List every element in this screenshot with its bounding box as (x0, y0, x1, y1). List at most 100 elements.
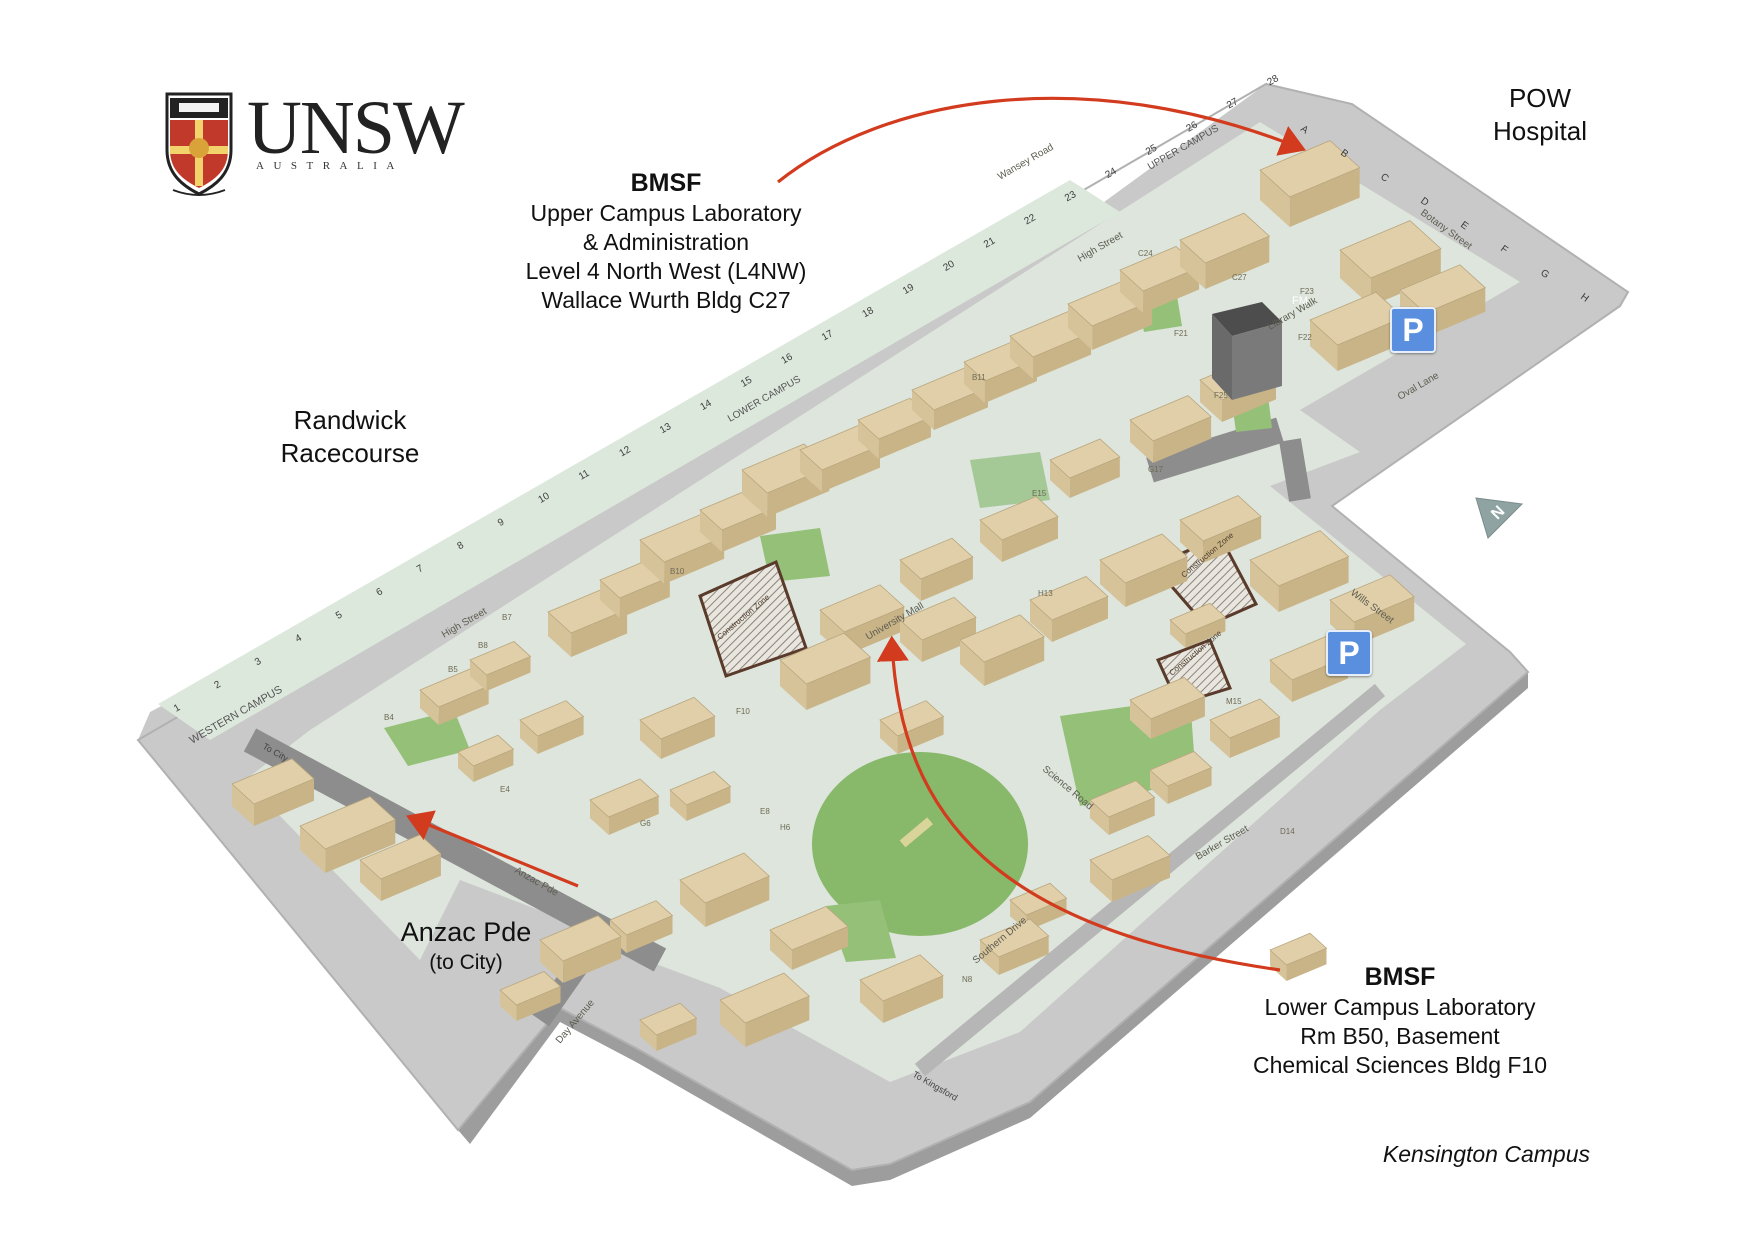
callout-upper-line: Level 4 North West (L4NW) (525, 257, 807, 284)
campus-building[interactable] (589, 778, 660, 835)
grid-number: 12 (618, 444, 634, 459)
campus-building[interactable] (499, 971, 562, 1021)
campus-building[interactable] (1029, 576, 1109, 642)
anzac-sub: (to City) (429, 950, 503, 974)
label-kensington-campus: Kensington Campus (1382, 1141, 1590, 1167)
grid-number: 1 (172, 702, 183, 715)
campus-building[interactable] (1149, 751, 1213, 804)
campus-building[interactable] (899, 596, 977, 662)
dark-tower-building[interactable] (1212, 302, 1282, 400)
cricket-pitch (899, 817, 934, 848)
building-code-label: G17 (1148, 465, 1164, 474)
buildings-layer (231, 140, 1487, 1051)
grid-number: 9 (496, 516, 507, 529)
callout-lower-line: Lower Campus Laboratory (1264, 994, 1536, 1021)
grid-number: 15 (739, 374, 755, 389)
campus-building[interactable] (719, 972, 811, 1047)
campus-building[interactable] (419, 668, 490, 725)
building-code-label: B11 (972, 373, 986, 382)
callout-lower-campus: BMSF Lower Campus Laboratory Rm B50, Bas… (1220, 962, 1580, 1080)
campus-building[interactable] (1129, 676, 1206, 739)
campus-building[interactable] (639, 1002, 698, 1051)
campus-building[interactable] (669, 771, 732, 821)
callout-lower-title: BMSF (1364, 963, 1436, 991)
campus-building[interactable] (1259, 140, 1361, 227)
grid-number: 7 (415, 563, 426, 576)
campus-building[interactable] (519, 700, 585, 754)
building-code-label: M15 (1226, 697, 1242, 706)
building-code-label: F21 (1174, 329, 1188, 338)
campus-building[interactable] (1099, 533, 1189, 607)
building-code-label: C27 (1232, 273, 1247, 282)
callout-upper-title: BMSF (630, 169, 702, 197)
grid-number: 20 (942, 258, 958, 273)
building-code-label: F23 (1300, 287, 1314, 296)
grid-number: 19 (901, 282, 917, 297)
arrow-to-lower-campus (876, 635, 1281, 972)
campus-building[interactable] (769, 906, 849, 970)
pow-line: Hospital (1493, 115, 1587, 146)
anzac-title: Anzac Pde (400, 917, 532, 947)
campus-building[interactable] (1089, 835, 1171, 902)
campus-building[interactable] (1089, 780, 1156, 835)
campus-building[interactable] (539, 915, 622, 983)
label-pow-hospital: POW Hospital (1440, 82, 1640, 147)
callout-upper-line: Wallace Wurth Bldg C27 (541, 286, 791, 313)
grid-number: 23 (1063, 189, 1079, 204)
campus-building[interactable] (679, 852, 771, 927)
campus-building[interactable] (979, 918, 1050, 975)
unsw-logo[interactable]: UNSW AUSTRALIA (163, 90, 465, 200)
label-randwick-racecourse: Randwick Racecourse (240, 404, 460, 469)
parking-icon[interactable]: P (1390, 307, 1436, 353)
campus-building[interactable] (639, 696, 716, 759)
campus-building[interactable] (1119, 246, 1200, 313)
campus-building[interactable] (359, 834, 442, 901)
unsw-crest-icon (165, 92, 233, 196)
campus-building[interactable] (457, 734, 515, 782)
campus-building[interactable] (1169, 602, 1227, 648)
campus-building[interactable] (979, 496, 1059, 562)
construction-zone-1 (698, 559, 808, 678)
grid-number: 18 (861, 305, 877, 320)
campus-building[interactable] (1309, 291, 1405, 371)
grid-number: 26 (1185, 119, 1201, 134)
campus-building[interactable] (1339, 220, 1442, 306)
grid-number: 24 (1104, 166, 1120, 181)
campus-building[interactable] (299, 796, 397, 873)
grid-number: 22 (1023, 212, 1039, 227)
campus-building[interactable] (1049, 438, 1121, 498)
grid-number: 4 (294, 632, 305, 645)
unsw-subtitle: AUSTRALIA (256, 160, 404, 172)
building-code-label: B8 (478, 641, 488, 650)
campus-building[interactable] (1129, 395, 1212, 463)
campus-building[interactable] (1209, 698, 1281, 758)
campus-building[interactable] (469, 641, 532, 691)
parking-icon[interactable]: P (1326, 630, 1372, 676)
pow-line: POW (1508, 83, 1572, 113)
grid-number: 16 (780, 351, 796, 366)
campus-building[interactable] (859, 954, 944, 1023)
campus-building[interactable] (1179, 212, 1271, 289)
campus-building[interactable] (959, 614, 1045, 686)
grid-number: 13 (658, 421, 674, 436)
grid-number: 28 (1266, 73, 1282, 88)
campus-building[interactable] (779, 632, 872, 710)
arrow-to-upper-campus (776, 96, 1306, 184)
randwick-line: Randwick (293, 405, 407, 435)
campus-building[interactable] (231, 758, 315, 826)
building-code-label: E15 (1032, 489, 1047, 498)
campus-building[interactable] (899, 537, 974, 601)
campus-building[interactable] (1249, 530, 1350, 612)
building-code-label: B5 (448, 665, 458, 674)
grid-number: 27 (1225, 96, 1241, 111)
campus-building[interactable] (1179, 495, 1262, 563)
callout-upper-line: & Administration (582, 229, 750, 255)
grid-number: 3 (253, 656, 264, 669)
callout-upper-campus: BMSF Upper Campus Laboratory & Administr… (496, 168, 836, 314)
callout-upper-line: Upper Campus Laboratory (530, 200, 802, 227)
building-code-label: H6 (780, 823, 791, 832)
label-anzac-pde: Anzac Pde (to City) (366, 916, 566, 976)
building-code-label: F25 (1214, 391, 1228, 400)
campus-building[interactable] (1269, 932, 1328, 981)
